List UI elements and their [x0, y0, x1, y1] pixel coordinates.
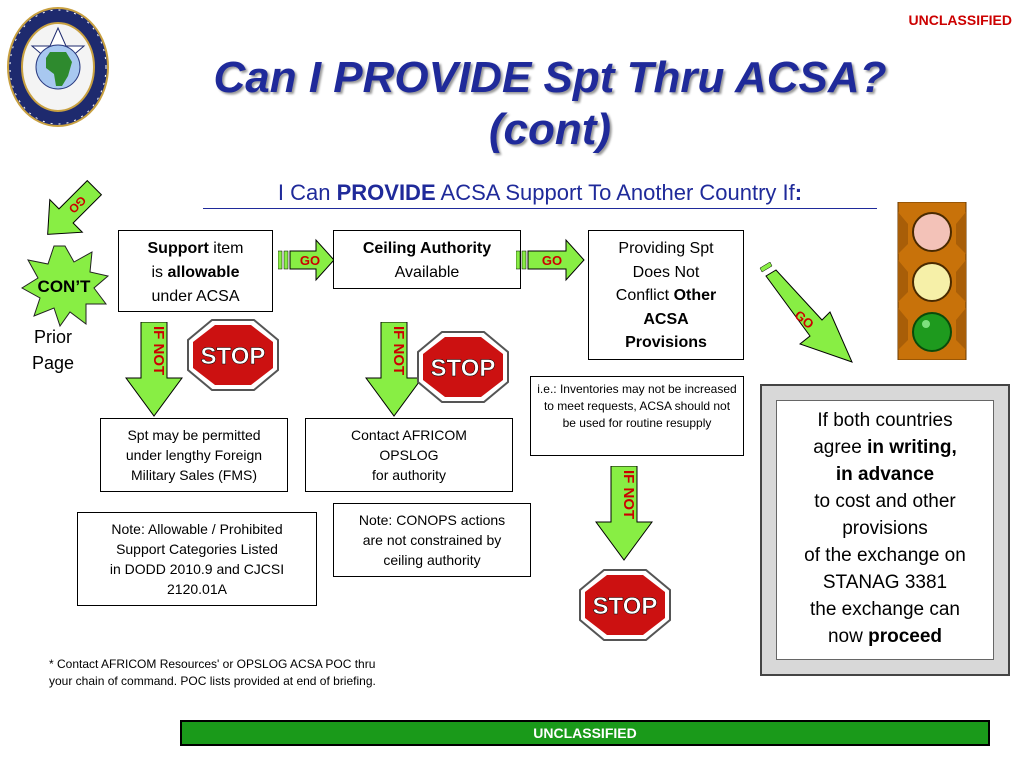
if-not-arrow-3-label: IF NOT	[620, 470, 637, 519]
ceiling-bold: Ceiling Authority	[362, 240, 492, 257]
go-arrow-horizontal-2-label: GO	[542, 253, 562, 268]
if-not-arrow-2-label: IF NOT	[390, 326, 407, 375]
if-not-arrow-1: IF NOT	[125, 322, 183, 417]
if-not-arrow-3: IF NOT	[595, 466, 653, 561]
note2-line-2: are not constrained by	[362, 532, 502, 548]
classification-label-top: UNCLASSIFIED	[908, 12, 1012, 28]
inventories-note-box: i.e.: Inventories may not be increased t…	[530, 376, 744, 456]
if-not-arrow-2: IF NOT	[365, 322, 423, 417]
ceiling-authority-box: Ceiling Authority Available	[333, 230, 521, 289]
note2-line-3: ceiling authority	[383, 552, 481, 568]
support-text-3: under ACSA	[151, 288, 240, 305]
conflict-line-1: Providing Spt	[618, 240, 714, 257]
fms-line-2: under lengthy Foreign	[125, 447, 263, 463]
contact-line-2: OPSLOG	[379, 447, 439, 463]
traffic-light-icon	[897, 202, 967, 360]
note-conops-box: Note: CONOPS actions are not constrained…	[333, 503, 531, 577]
stop-sign-icon-2: STOP	[417, 331, 509, 403]
go-arrow-horizontal-2: GO	[516, 238, 585, 282]
contact-africom-box: Contact AFRICOM OPSLOG for authority	[305, 418, 513, 492]
subtitle-underline	[203, 208, 877, 209]
contact-line-3: for authority	[372, 467, 446, 483]
note1-line-3: in DODD 2010.9 and CJCSI	[109, 561, 285, 577]
page-title: Can I PROVIDE Spt Thru ACSA? (cont)	[120, 52, 980, 156]
agree-line-7: the exchange can	[809, 599, 960, 620]
prior-page-label: Prior Page	[22, 324, 84, 376]
fms-line-1: Spt may be permitted	[127, 427, 261, 443]
support-text-2: is	[151, 264, 168, 281]
support-bold-2: allowable	[167, 264, 240, 281]
stop-sign-label-2: STOP	[431, 355, 496, 382]
page-subtitle: I Can PROVIDE ACSA Support To Another Co…	[140, 180, 940, 206]
continued-starburst: CON’T	[21, 245, 110, 328]
agree-line-5: of the exchange on	[804, 545, 966, 566]
conflict-line-3: Conflict	[615, 287, 674, 304]
stop-sign-icon-3: STOP	[579, 569, 671, 641]
agree-bold-2: in advance	[835, 464, 935, 485]
note1-line-2: Support Categories Listed	[116, 541, 278, 557]
go-arrow-horizontal-1: GO	[278, 238, 335, 282]
agree-bold-1: in writing,	[867, 437, 957, 458]
conflict-bold-2: ACSA	[643, 310, 689, 328]
fms-box: Spt may be permitted under lengthy Forei…	[100, 418, 288, 492]
no-conflict-box: Providing Spt Does Not Conflict Other AC…	[588, 230, 744, 360]
continued-label: CON’T	[38, 277, 92, 296]
stop-sign-label-3: STOP	[593, 593, 658, 620]
go-arrow-horizontal-1-label: GO	[300, 253, 320, 268]
note1-line-1: Note: Allowable / Prohibited	[111, 521, 283, 537]
go-arrow-diagonal-1: GO	[47, 179, 103, 235]
note-categories-box: Note: Allowable / Prohibited Support Cat…	[77, 512, 317, 606]
support-bold-1: Support	[147, 240, 209, 257]
stop-sign-label-1: STOP	[201, 343, 266, 370]
support-allowable-box: Support item is allowable under ACSA	[118, 230, 273, 312]
conflict-bold-3: Provisions	[625, 334, 707, 351]
stop-sign-icon-1: STOP	[187, 319, 279, 391]
footnote-line-2: your chain of command. POC lists provide…	[49, 674, 376, 688]
agree-line-2: agree	[813, 437, 868, 458]
note2-line-1: Note: CONOPS actions	[358, 512, 506, 528]
fms-line-3: Military Sales (FMS)	[130, 467, 257, 483]
footnote-line-1: * Contact AFRICOM Resources' or OPSLOG A…	[49, 657, 376, 671]
agree-line-1: If both countries	[817, 410, 953, 431]
subtitle-pre: I Can	[277, 180, 337, 205]
support-text-1: item	[208, 240, 244, 257]
subtitle-bold: PROVIDE	[336, 180, 436, 205]
subtitle-post: ACSA Support To Another Country If	[435, 180, 795, 205]
footnote: * Contact AFRICOM Resources' or OPSLOG A…	[49, 656, 469, 690]
if-not-arrow-1-label: IF NOT	[150, 326, 167, 375]
page-title-line-1: Can I PROVIDE Spt Thru ACSA?	[213, 53, 887, 102]
agree-bold-3: proceed	[868, 626, 943, 647]
agreement-box: If both countries agree in writing, in a…	[760, 384, 1010, 676]
agree-line-8: now	[827, 626, 869, 647]
subtitle-colon: :	[794, 180, 803, 205]
page-title-line-2: (cont)	[488, 105, 612, 154]
prior-page-line-1: Prior	[33, 327, 72, 347]
go-arrow-diagonal-2: GO	[759, 262, 853, 363]
conflict-line-2: Does Not	[632, 263, 700, 281]
ceiling-text: Available	[394, 264, 460, 281]
prior-page-line-2: Page	[31, 353, 75, 373]
note1-line-4: 2120.01A	[167, 581, 227, 597]
agree-line-4: provisions	[842, 518, 928, 539]
contact-line-1: Contact AFRICOM	[351, 427, 467, 443]
agreement-box-inner: If both countries agree in writing, in a…	[776, 400, 994, 660]
agree-line-6: STANAG 3381	[822, 572, 948, 593]
africom-seal	[7, 7, 109, 127]
conflict-bold-1: Other	[673, 287, 717, 304]
classification-bar-bottom: UNCLASSIFIED	[180, 720, 990, 746]
agree-line-3: to cost and other	[814, 491, 956, 512]
